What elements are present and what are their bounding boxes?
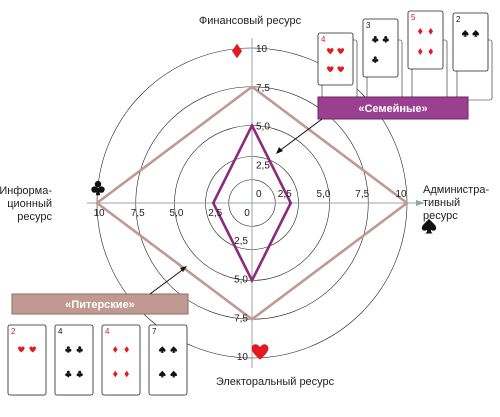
card-bottom-left-0: 2 [7, 324, 47, 396]
diamond-icon [112, 370, 118, 378]
arrow-head [276, 147, 283, 154]
axis-title-down: Электоральный ресурс [216, 376, 335, 388]
callout-arrow [149, 267, 186, 295]
center-label: 0 [256, 189, 262, 200]
card-top-right-2: 5 [407, 10, 444, 70]
tick-label-left: 5,0 [170, 208, 184, 219]
svg-text:3: 3 [366, 21, 371, 30]
legend-label-semeynye: «Семейные» [358, 103, 427, 115]
diamond-icon [428, 28, 434, 35]
diamond-icon [417, 48, 423, 55]
legend: «Семейные» «Питерские» [11, 96, 469, 315]
tick-label-right: 7,5 [355, 189, 369, 200]
axis-title-up: Финансовый ресурс [199, 15, 302, 27]
diamond-icon [112, 346, 118, 353]
tick-label-down: 5,0 [234, 275, 248, 286]
tick-label-down: 10 [237, 352, 249, 363]
heart-icon [18, 346, 25, 353]
heart-icon [337, 48, 345, 55]
club-icon [65, 370, 72, 378]
diamond-icon [428, 48, 434, 55]
tick-label-down: 2,5 [234, 236, 248, 247]
svg-text:2: 2 [11, 327, 16, 336]
spade-icon [472, 30, 480, 37]
diamond-icon [417, 28, 423, 35]
club-icon [372, 56, 379, 63]
card-top-right-3: 2 [452, 12, 489, 72]
tick-label-left: 7,5 [131, 208, 145, 219]
tick-label-right: 10 [395, 189, 407, 200]
axes [87, 38, 425, 368]
callout-arrow [277, 118, 323, 153]
heart-icon [337, 66, 345, 73]
legend-box-piterskie [11, 293, 189, 315]
club-icon [65, 346, 72, 353]
spade-icon [461, 30, 469, 37]
legend-box-semeynye [317, 96, 469, 120]
card-bottom-left-2: 4 [101, 324, 141, 396]
center-label: 0 [244, 208, 250, 219]
heart-icon [326, 66, 334, 73]
tick-label-up: 2,5 [256, 160, 270, 171]
svg-text:4: 4 [58, 327, 63, 336]
club-icon [76, 346, 83, 353]
spade-icon [170, 370, 177, 378]
heart-icon [29, 346, 36, 353]
heart-icon [251, 344, 269, 360]
card-bottom-left-1: 4 [54, 324, 94, 396]
card-top-right-0: 4 [317, 32, 354, 86]
playing-cards: 4 3 5 2 2 4 4 7 [7, 10, 493, 396]
tick-label-left: 10 [93, 208, 105, 219]
series [94, 85, 410, 321]
club-icon [91, 180, 105, 196]
spade-icon [421, 218, 437, 234]
tick-label-up: 10 [256, 44, 268, 55]
diamond-icon [124, 346, 130, 353]
tick-label-right: 2,5 [278, 189, 292, 200]
spade-icon [159, 346, 166, 353]
club-icon [372, 36, 379, 43]
heart-icon [326, 48, 334, 55]
tick-label-down: 7,5 [234, 313, 248, 324]
diamond-icon [124, 370, 130, 378]
card-top-right-1: 3 [362, 18, 399, 78]
svg-text:5: 5 [411, 13, 416, 22]
svg-text:4: 4 [105, 327, 110, 336]
axis-arrow [416, 200, 425, 206]
svg-text:7: 7 [152, 327, 157, 336]
suit-icons [91, 43, 437, 360]
tick-labels: 2,5 2,5 2,5 2,5 5,0 5,0 5,0 5,0 7,5 7,5 7,5 7,5 10 10… [93, 44, 407, 363]
tick-label-right: 5,0 [317, 189, 331, 200]
tick-label-left: 2,5 [208, 208, 222, 219]
club-icon [382, 36, 389, 43]
arrow-head [180, 266, 187, 272]
spade-icon [170, 346, 177, 353]
svg-text:4: 4 [321, 35, 326, 44]
card-bottom-left-3: 7 [148, 324, 188, 396]
legend-label-piterskie: «Питерские» [65, 299, 135, 311]
club-icon [76, 370, 83, 378]
spade-icon [159, 370, 166, 378]
tick-label-up: 7,5 [256, 83, 270, 94]
diamond-icon [231, 43, 243, 59]
svg-text:2: 2 [456, 15, 461, 24]
tick-label-up: 5,0 [256, 122, 270, 133]
